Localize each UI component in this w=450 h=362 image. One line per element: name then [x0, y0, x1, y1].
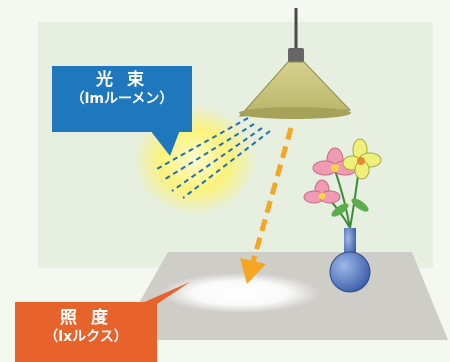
- illuminance-title: 照 度: [60, 308, 112, 328]
- illuminance-callout-tail: [140, 282, 190, 304]
- lamp-shade-rim: [239, 107, 351, 119]
- floor-light-spot: [160, 273, 320, 313]
- illuminance-arrow: [250, 127, 294, 263]
- lamp-socket: [288, 48, 304, 62]
- vase-body: [329, 251, 371, 293]
- luminous-flux-callout: 光 束 （lmルーメン）: [52, 66, 192, 132]
- luminous-flux-title: 光 束: [96, 70, 148, 90]
- flux-callout-tail: [150, 130, 180, 156]
- lamp-shade: [238, 61, 352, 117]
- flower-yellow: [342, 138, 382, 180]
- flux-lines: [154, 117, 271, 199]
- luminous-flux-unit: （lmルーメン）: [70, 91, 174, 108]
- illuminance-unit: （lxルクス）: [44, 329, 128, 346]
- illuminance-arrow-head: [240, 258, 266, 284]
- leaves: [331, 198, 369, 217]
- illuminance-callout: 照 度 （lxルクス）: [15, 302, 157, 362]
- flower-pink-low: [303, 179, 341, 204]
- vase-neck: [344, 228, 356, 258]
